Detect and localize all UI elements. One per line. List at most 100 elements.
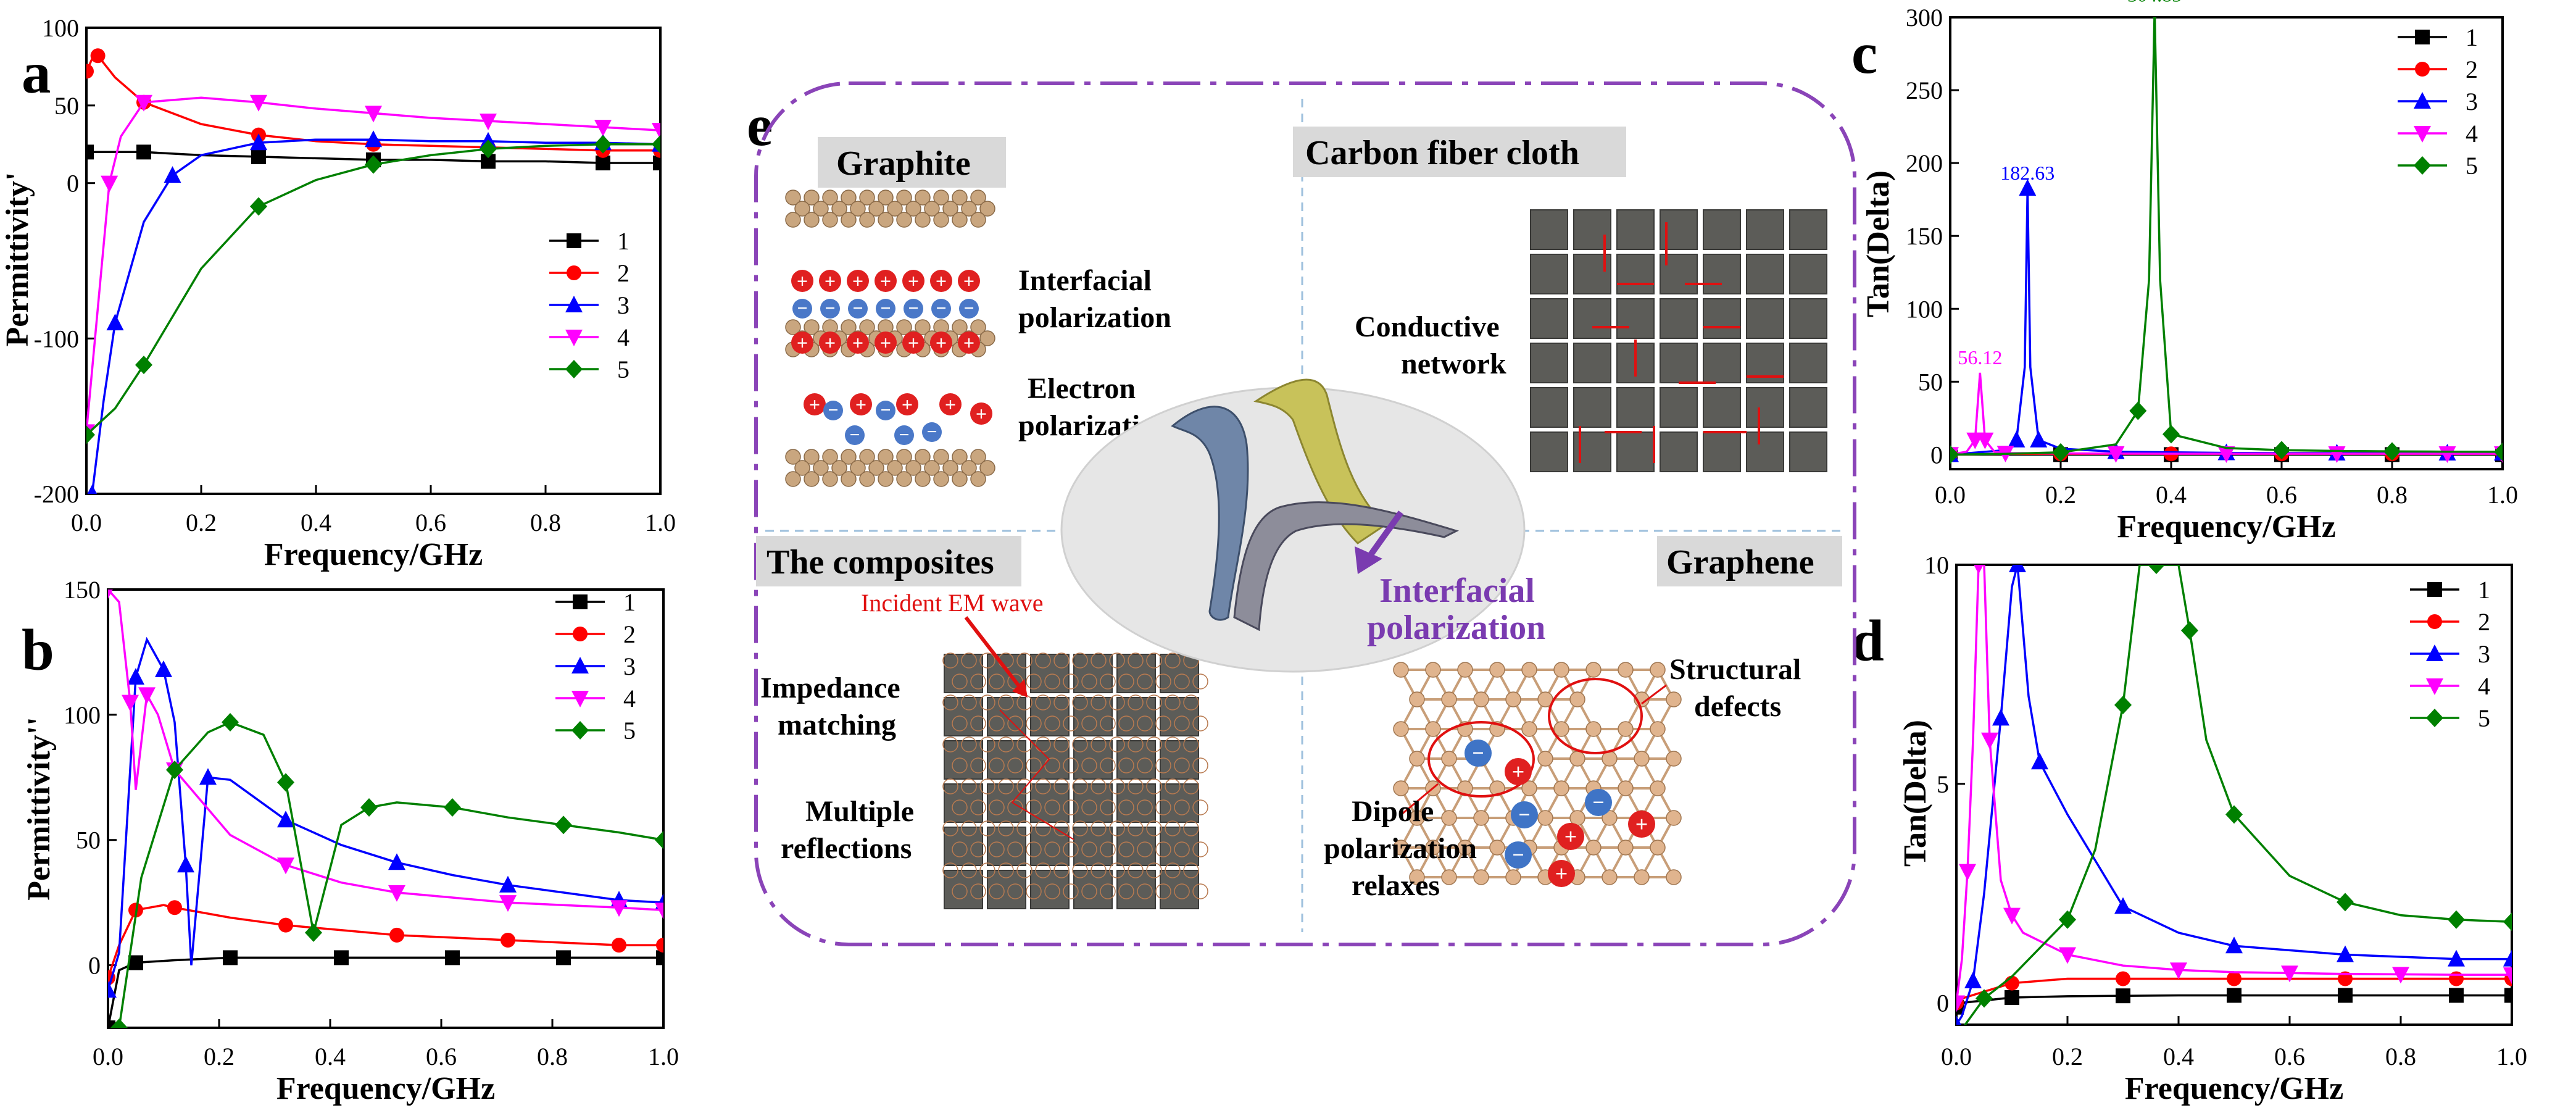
y-axis-label: Tan(Delta) <box>1861 170 1896 317</box>
y-tick-label: 0 <box>88 952 101 980</box>
graphite-atom <box>822 449 838 465</box>
graphite-atom <box>831 201 847 217</box>
y-tick-label: 300 <box>1906 4 1943 31</box>
data-point <box>110 1019 128 1028</box>
cloth-tile <box>1703 431 1741 472</box>
data-point <box>2114 696 2132 715</box>
graphene-atom <box>1505 869 1521 885</box>
series-line-4 <box>1950 372 2503 456</box>
legend-label: 2 <box>623 620 636 648</box>
composite-hex <box>970 841 986 857</box>
composite-hex <box>1026 757 1042 773</box>
graphite-atom <box>924 460 940 476</box>
graphite-atom <box>933 449 949 465</box>
composite-hex <box>1137 841 1153 857</box>
cloth-tile <box>1789 254 1827 294</box>
data-point <box>656 938 663 953</box>
graphene-atom <box>1393 780 1409 796</box>
minus-sign: − <box>880 400 891 420</box>
cloth-tile <box>1660 431 1698 472</box>
graphite-atom <box>905 460 921 476</box>
graphite-atom <box>952 212 968 228</box>
composite-hex <box>1007 757 1023 773</box>
composite-hex <box>1118 841 1134 857</box>
dipole-positive <box>1505 758 1532 785</box>
plus-sign: + <box>902 393 913 415</box>
composite-hex <box>989 757 1005 773</box>
data-point <box>2504 988 2512 1003</box>
data-point <box>2449 988 2464 1003</box>
data-point <box>250 133 267 151</box>
x-tick-label: 0.8 <box>2377 481 2408 509</box>
composite-hex <box>1146 694 1162 711</box>
composite-hex <box>1026 715 1042 732</box>
graphite-atom <box>952 319 968 335</box>
graphite-atom <box>841 449 857 465</box>
x-tick-label: 0.8 <box>530 509 561 536</box>
data-point <box>122 694 139 712</box>
data-point <box>127 668 144 685</box>
data-point <box>2225 936 2243 954</box>
graphene-atom <box>1618 662 1634 678</box>
y-tick-label: 50 <box>1918 368 1943 396</box>
composite-hex <box>1100 715 1116 732</box>
composite-hex <box>1035 652 1051 669</box>
composite-hex <box>970 799 986 815</box>
cloth-tile <box>1660 387 1698 428</box>
graphene-atom <box>1634 869 1650 885</box>
defect-ring <box>1427 721 1535 798</box>
minus-sign: − <box>828 400 838 420</box>
composite-hex <box>961 694 977 711</box>
positive-charge <box>875 270 897 292</box>
cloth-title: Carbon fiber cloth <box>1305 134 1579 172</box>
data-point <box>388 853 405 870</box>
y-tick-label: 50 <box>54 92 79 120</box>
data-point <box>2129 401 2147 420</box>
composite-hex <box>1174 673 1190 690</box>
data-point <box>594 135 612 154</box>
composite-hex <box>1174 757 1190 773</box>
y-tick-label: 150 <box>1906 222 1943 250</box>
composite-hex <box>1091 694 1107 711</box>
cloth-tile <box>1616 431 1655 472</box>
data-point <box>138 687 156 704</box>
graphite-atom <box>868 201 884 217</box>
data-point <box>222 713 239 732</box>
composite-hex <box>1053 778 1070 794</box>
cloth-tile <box>1616 254 1655 294</box>
series-line-4 <box>1956 565 2512 1003</box>
cloth-tile <box>1746 431 1784 472</box>
dipole-positive <box>1548 860 1575 887</box>
composite-hex <box>1183 820 1199 836</box>
data-point <box>365 155 382 174</box>
legend-marker <box>2426 644 2443 661</box>
composite-hex <box>998 862 1014 878</box>
composite-tile <box>1030 827 1070 866</box>
series-line-3 <box>1956 565 2512 1025</box>
graphite-atom <box>868 460 884 476</box>
graphene-atom <box>1441 751 1457 767</box>
film-sheet-back <box>1171 406 1249 621</box>
dipole-positive <box>1557 823 1584 850</box>
data-point <box>444 798 461 817</box>
series-line-3 <box>108 636 663 991</box>
composite-hex <box>970 883 986 899</box>
plus-sign: + <box>880 270 891 292</box>
positive-charge <box>930 331 952 354</box>
data-point <box>360 798 378 817</box>
graphene-atom <box>1409 869 1425 885</box>
composite-tile <box>1030 870 1070 909</box>
composite-hex <box>1128 820 1144 836</box>
cloth-tile <box>1703 209 1741 250</box>
panel-label-e: e <box>747 93 773 158</box>
graphene-atom <box>1489 662 1505 678</box>
center-label-1: Interfacial <box>1379 572 1535 610</box>
composite-hex <box>942 820 958 836</box>
x-tick-label: 0.2 <box>186 509 217 536</box>
series-1 <box>108 950 663 1028</box>
cloth-tile <box>1703 387 1741 428</box>
data-point <box>2503 967 2512 985</box>
data-point <box>135 356 152 375</box>
graphene-atom <box>1585 840 1602 856</box>
composite-tile <box>1116 654 1156 693</box>
